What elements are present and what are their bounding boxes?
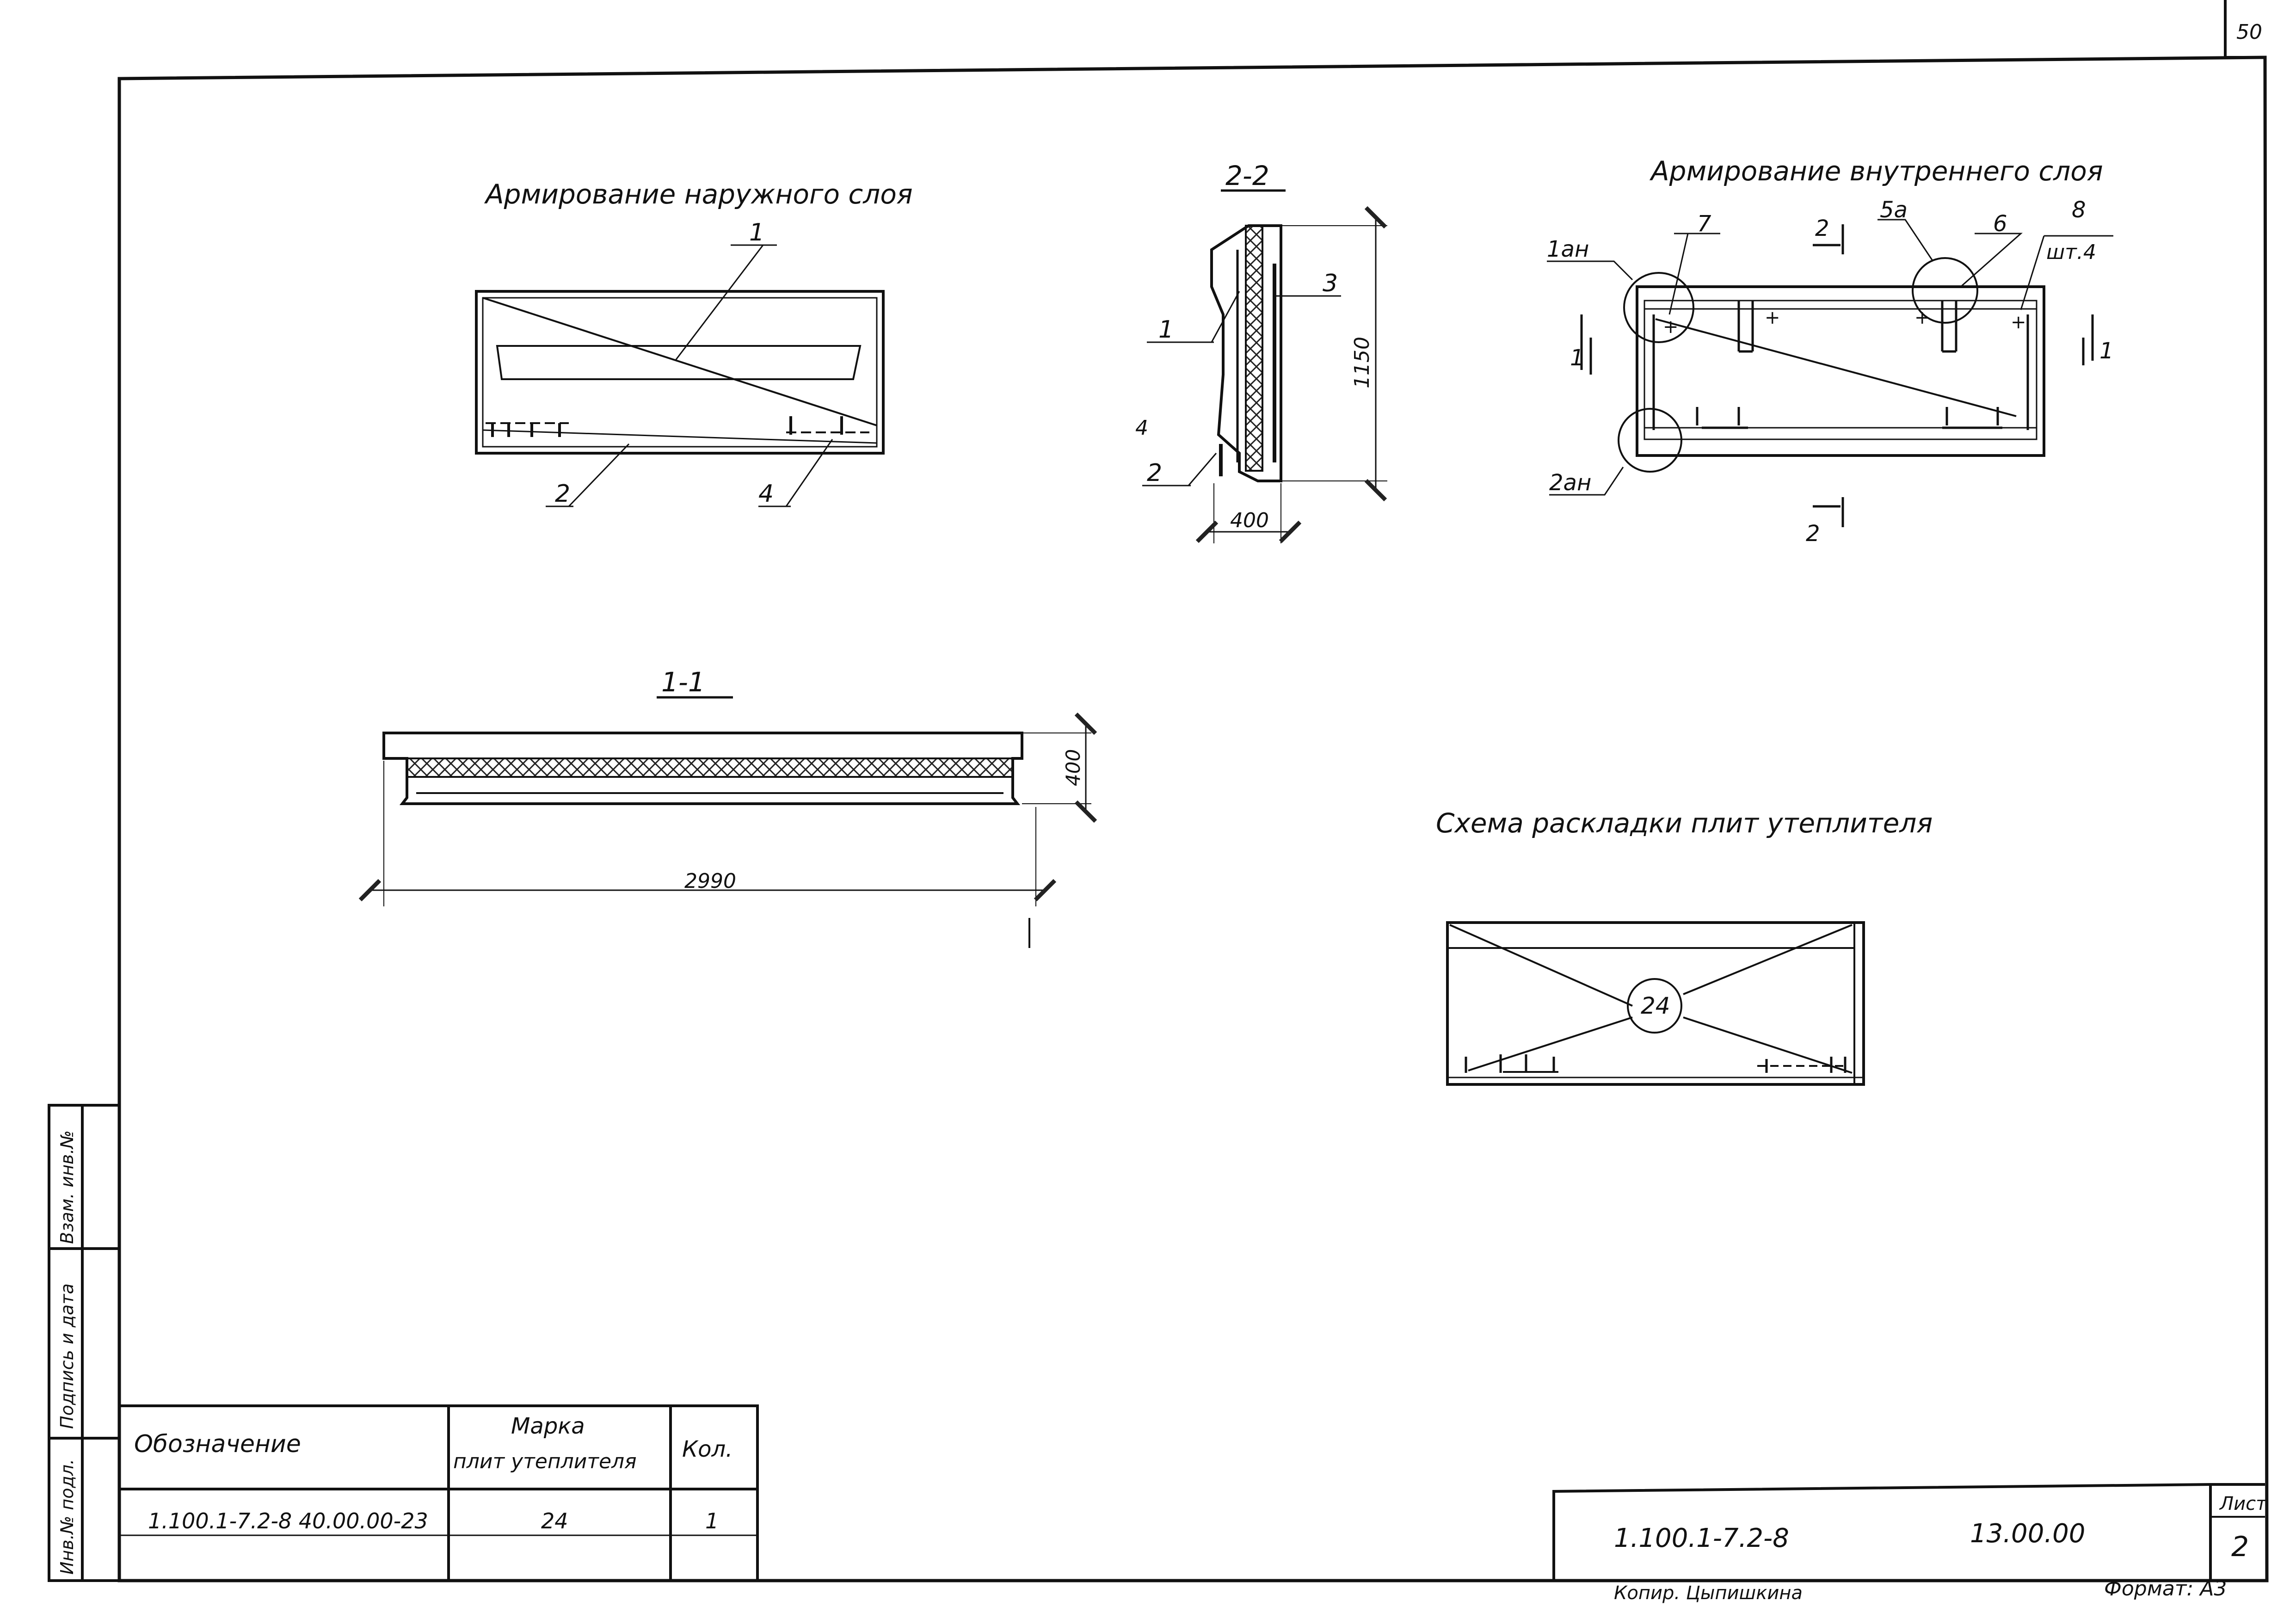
section-2-2-callout-2: 2 — [1147, 459, 1162, 487]
inner-layer-view: Армирование внутреннего слоя + + + + — [1547, 155, 2114, 547]
svg-text:+: + — [2011, 312, 2026, 333]
inner-section-mark-top: 2 — [1815, 215, 1829, 241]
side-stamp-replaces-inv: Взам. инв.№ — [57, 1130, 77, 1244]
inner-callout-qty: шт.4 — [2046, 240, 2096, 264]
insulation-layout-view: Схема раскладки плит утеплителя 24 — [1436, 807, 1933, 1086]
section-2-2-callout-3: 3 — [1323, 270, 1338, 297]
section-1-1-view: 1-1 400 2990 — [358, 666, 1097, 948]
section-2-2-dim-height: 1150 — [1350, 337, 1374, 388]
inner-section-mark-left: 1 — [1570, 345, 1584, 371]
corner-page-number: 50 — [2236, 20, 2262, 44]
inner-callout-7: 7 — [1697, 211, 1711, 237]
inner-callout-5a: 5а — [1880, 197, 1908, 223]
section-1-1-dim-thickness: 400 — [1062, 749, 1084, 786]
inner-layer-panel: + + + + — [1547, 219, 2113, 527]
spec-header-designation: Обозначение — [134, 1430, 301, 1458]
title-doc-code: 1.100.1-7.2-8 — [1614, 1523, 1789, 1553]
section-2-2-geometry — [1142, 206, 1387, 543]
spec-header-mark: Марка — [511, 1413, 585, 1439]
inner-callout-8: 8 — [2072, 197, 2086, 223]
svg-text:+: + — [1765, 307, 1780, 328]
spec-row-mark: 24 — [541, 1508, 568, 1533]
section-2-2-dim-width: 400 — [1230, 509, 1269, 532]
outer-layer-title: Армирование наружного слоя — [484, 179, 913, 210]
inner-callout-6: 6 — [1993, 211, 2007, 237]
spec-header-qty: Кол. — [682, 1436, 733, 1462]
inner-callout-1an: 1ан — [1547, 236, 1589, 262]
copied-by: Копир. Цыпишкина — [1614, 1582, 1803, 1604]
insulation-layout-panel — [1446, 921, 1865, 1086]
sheet-format: Формат: А3 — [2104, 1577, 2227, 1601]
section-2-2-callout-1: 1 — [1158, 316, 1174, 344]
outer-callout-1: 1 — [749, 219, 764, 246]
section-1-1-geometry — [358, 712, 1097, 948]
side-stamp-signature-date: Подпись и дата — [57, 1283, 77, 1429]
spec-header-mark-sub: плит утеплителя — [453, 1450, 637, 1473]
inner-layer-title: Армирование внутреннего слоя — [1649, 155, 2103, 187]
section-2-2-title: 2-2 — [1225, 160, 1269, 191]
outer-layer-view: Армирование наружного слоя 1 2 4 — [475, 179, 913, 508]
title-sheet-number: 2 — [2231, 1531, 2249, 1563]
spec-table — [118, 1404, 759, 1582]
section-1-1-dim-length: 2990 — [684, 869, 736, 893]
side-stamp-inv-orig: Инв.№ подл. — [57, 1459, 77, 1575]
inner-section-mark-right: 1 — [2099, 338, 2114, 364]
inner-callout-2an: 2ан — [1549, 470, 1591, 496]
title-sheet-label: Лист — [2219, 1493, 2267, 1514]
section-1-1-title: 1-1 — [661, 666, 705, 698]
spec-row-qty: 1 — [705, 1508, 719, 1533]
section-2-2-view: 2-2 1 2 3 4 1150 400 — [1135, 160, 1387, 543]
outer-layer-panel — [475, 244, 885, 507]
side-stamp — [48, 1104, 121, 1582]
spec-row-designation: 1.100.1-7.2-8 40.00.00-23 — [148, 1508, 428, 1533]
outer-callout-4: 4 — [758, 480, 774, 508]
insulation-plate-mark: 24 — [1641, 992, 1670, 1019]
outer-callout-2: 2 — [555, 480, 570, 508]
svg-text:+: + — [1663, 316, 1679, 338]
sheet-frame — [117, 0, 2269, 1582]
title-block — [1552, 1483, 2265, 1581]
inner-section-mark-bottom: 2 — [1806, 521, 1820, 547]
section-2-2-stray-mark: 4 — [1135, 416, 1148, 440]
title-doc-number: 13.00.00 — [1970, 1519, 2085, 1549]
insulation-layout-title: Схема раскладки плит утеплителя — [1436, 807, 1933, 839]
